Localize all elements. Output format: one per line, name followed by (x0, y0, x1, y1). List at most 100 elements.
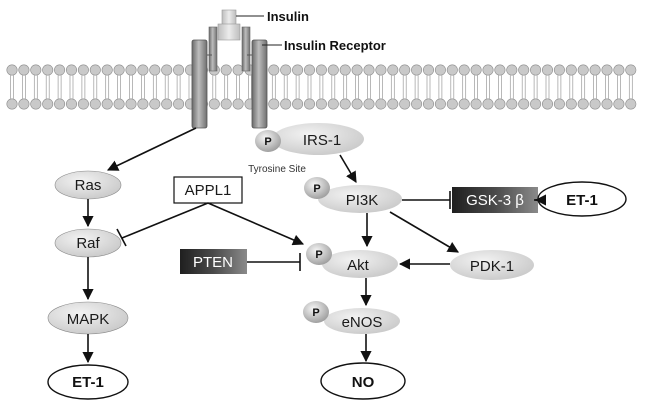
lipid-tail (164, 75, 169, 99)
lipid-head (77, 64, 89, 76)
lipid-head (315, 98, 327, 110)
lipid-head (220, 64, 232, 76)
arrow-pi3k-to-pdk1 (389, 211, 459, 253)
pdk1-label: PDK-1 (470, 258, 514, 275)
lipid-head (66, 64, 78, 76)
lipid-head (553, 64, 565, 76)
lipid-head (6, 98, 18, 110)
lipid-head (292, 98, 304, 110)
lipid-tail (414, 75, 419, 99)
akt-phospho: P (306, 243, 332, 265)
lipid-head (30, 64, 42, 76)
arrow-irs1-to-pi3k (339, 154, 357, 183)
pdk1-node: PDK-1 (450, 250, 534, 280)
raf-node: Raf (54, 228, 122, 258)
mapk-label: MAPK (67, 311, 110, 328)
lipid-head (363, 98, 375, 110)
lipid-head (54, 98, 66, 110)
lipid-head (411, 98, 423, 110)
akt-label: Akt (347, 257, 370, 274)
pi3k-phospho: P (304, 177, 330, 199)
lipid-tail (81, 75, 86, 99)
appl1-box: APPL1 (173, 176, 243, 204)
lipid-head (30, 98, 42, 110)
lipid-head (601, 98, 613, 110)
lipid-head (506, 98, 518, 110)
phospho-label: P (313, 183, 320, 195)
lipid-head (363, 64, 375, 76)
pi3k-node: PI3K (318, 185, 402, 213)
lipid-tail (390, 75, 395, 99)
lipid-head (506, 64, 518, 76)
lipid-head (482, 98, 494, 110)
lipid-tail (486, 75, 490, 99)
insulin-label: Insulin (267, 9, 309, 24)
lipid-tail (557, 75, 562, 99)
lipid-head (42, 98, 54, 110)
lipid-tail (307, 75, 312, 99)
lipid-head (101, 98, 113, 110)
lipid-head (411, 64, 423, 76)
phospho-label: P (312, 307, 319, 319)
lipid-head (518, 64, 530, 76)
lipid-head (387, 98, 399, 110)
lipid-head (482, 64, 494, 76)
gsk3b-box: GSK-3 β (452, 187, 538, 213)
lipid-head (89, 64, 101, 76)
lipid-head (589, 98, 601, 110)
irs1-label: IRS-1 (303, 132, 341, 149)
lipid-head (399, 64, 411, 76)
lipid-tail (224, 75, 229, 99)
lipid-head (399, 98, 411, 110)
lipid-head (54, 64, 66, 76)
enos-node: eNOS (324, 308, 400, 334)
lipid-head (6, 64, 18, 76)
lipid-head (375, 98, 387, 110)
lipid-head (268, 98, 280, 110)
no-node: NO (320, 362, 406, 400)
lipid-head (232, 98, 244, 110)
lipid-tail (93, 75, 98, 99)
lipid-head (161, 64, 173, 76)
lipid-tail (617, 75, 621, 99)
lipid-head (494, 98, 506, 110)
cell-membrane (6, 64, 637, 110)
lipid-head (458, 64, 470, 76)
lipid-tail (10, 75, 14, 99)
lipid-head (315, 64, 327, 76)
lipid-head (625, 98, 637, 110)
lipid-head (113, 64, 125, 76)
lipid-head (446, 64, 458, 76)
pten-box: PTEN (180, 249, 247, 274)
et1-right-label: ET-1 (566, 192, 598, 209)
lipid-tail (188, 75, 193, 99)
lipid-head (161, 98, 173, 110)
lipid-head (89, 98, 101, 110)
lipid-head (292, 64, 304, 76)
lipid-tail (295, 75, 300, 99)
lipid-head (18, 98, 30, 110)
lipid-head (553, 98, 565, 110)
lipid-head (387, 64, 399, 76)
lipid-head (541, 98, 553, 110)
lipid-tail (367, 75, 371, 99)
lipid-head (18, 64, 30, 76)
lipid-head (327, 64, 339, 76)
raf-label: Raf (76, 235, 100, 252)
et1-left-label: ET-1 (72, 374, 104, 391)
irs1-node: IRS-1 (272, 123, 364, 155)
lipid-head (541, 64, 553, 76)
lipid-head (351, 64, 363, 76)
lipid-tail (569, 75, 574, 99)
et1-right-node: ET-1 (537, 181, 627, 217)
lipid-head (280, 64, 292, 76)
lipid-tail (509, 75, 514, 99)
lipid-tail (545, 75, 550, 99)
lipid-head (422, 64, 434, 76)
lipid-head (434, 98, 446, 110)
lipid-head (339, 64, 351, 76)
lipid-tail (331, 75, 336, 99)
lipid-head (577, 64, 589, 76)
irs1-phospho: P (255, 130, 281, 152)
lipid-head (280, 98, 292, 110)
